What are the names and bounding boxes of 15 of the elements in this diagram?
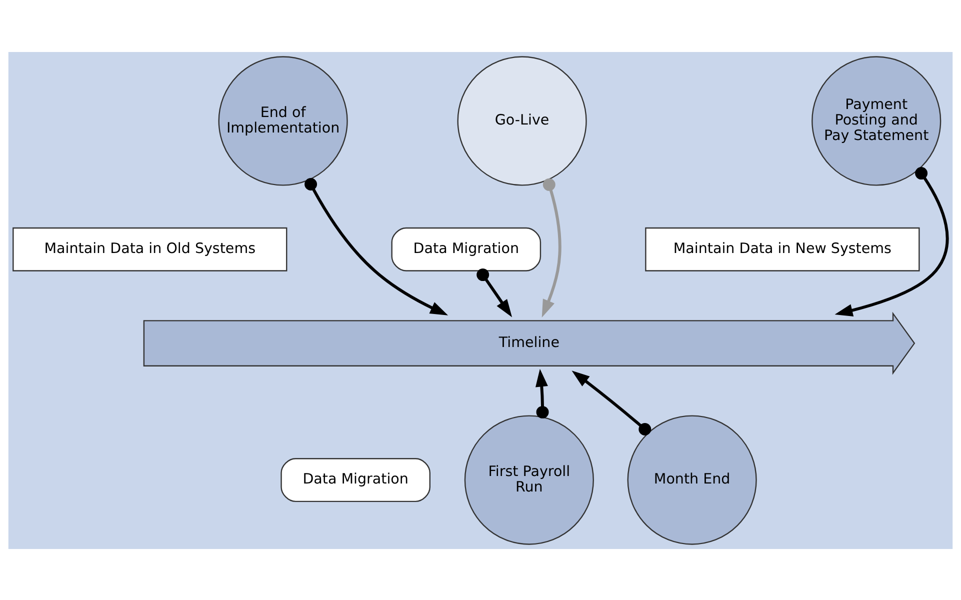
node-circle: Month End — [627, 414, 757, 544]
node-circle: End of Implementation — [218, 56, 348, 186]
node-box: Maintain Data in Old Systems — [12, 226, 288, 271]
node-box: Maintain Data in New Systems — [645, 226, 920, 271]
node-circle: Go-Live — [457, 56, 587, 186]
arrow — [535, 368, 549, 418]
node-circle: Payment Posting and Pay Statement — [812, 56, 942, 186]
arrow — [304, 178, 448, 315]
arrow — [834, 166, 949, 316]
arrow — [476, 268, 512, 317]
arrow — [572, 370, 652, 435]
node-box: Data Migration — [391, 226, 542, 271]
node-box: Data Migration — [280, 458, 430, 502]
node-circle: First Payroll Run — [464, 414, 594, 544]
arrow — [542, 178, 562, 318]
